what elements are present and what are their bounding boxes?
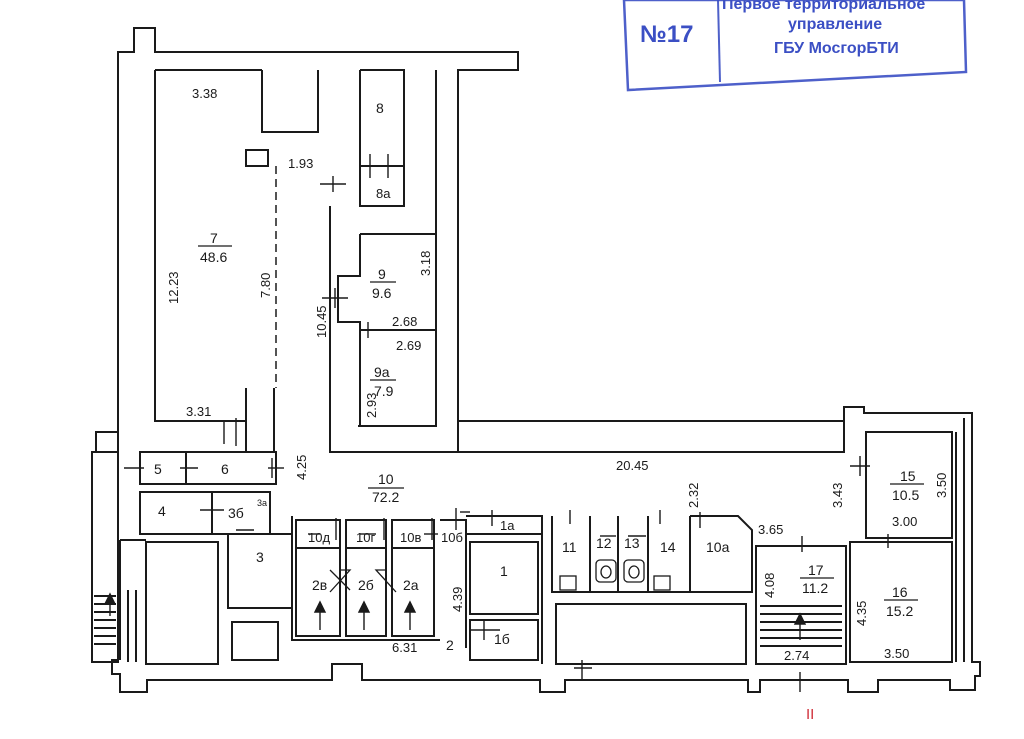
room-10b-number: 10б bbox=[441, 530, 463, 545]
room-12-number: 12 bbox=[596, 535, 612, 551]
dim-4-08: 4.08 bbox=[762, 573, 777, 598]
stamp-number: №17 bbox=[640, 21, 693, 48]
dim-1-93: 1.93 bbox=[288, 156, 313, 171]
dim-3-38: 3.38 bbox=[192, 86, 217, 101]
room-13-number: 13 bbox=[624, 535, 640, 551]
dim-20-45: 20.45 bbox=[616, 458, 649, 473]
dim-2-68: 2.68 bbox=[392, 314, 417, 329]
room-10g-number: 10г bbox=[356, 530, 375, 545]
dim-3-18: 3.18 bbox=[418, 251, 433, 276]
room-16-number: 16 bbox=[892, 584, 908, 600]
room-7-number: 7 bbox=[210, 230, 218, 246]
area-fraction-lines bbox=[198, 245, 924, 601]
room-11-number: 11 bbox=[562, 539, 577, 555]
room-labels: 7 48.6 8 8а 9 9.6 9а 7.9 10 72.2 5 6 4 3… bbox=[154, 100, 919, 653]
dim-2-32: 2.32 bbox=[686, 483, 701, 508]
room-1a-number: 1а bbox=[500, 518, 515, 533]
room-9a-number: 9а bbox=[374, 364, 390, 380]
dim-3-00: 3.00 bbox=[892, 514, 917, 529]
dim-3-65: 3.65 bbox=[758, 522, 783, 537]
room-14-number: 14 bbox=[660, 539, 676, 555]
dim-3-43: 3.43 bbox=[830, 483, 845, 508]
dim-3-31: 3.31 bbox=[186, 404, 211, 419]
room-3a-number: 3а bbox=[257, 498, 267, 508]
dim-10-45: 10.45 bbox=[314, 305, 329, 338]
room-3-number: 3 bbox=[256, 549, 264, 565]
room-17-area: 11.2 bbox=[802, 580, 828, 596]
room-6-number: 6 bbox=[221, 461, 229, 477]
room-10d-number: 10д bbox=[308, 530, 330, 545]
room-10-area: 72.2 bbox=[372, 489, 399, 505]
room-2v-number: 2в bbox=[312, 577, 327, 593]
dim-2-69: 2.69 bbox=[396, 338, 421, 353]
dim-12-23: 12.23 bbox=[166, 271, 181, 304]
dim-4-39: 4.39 bbox=[450, 587, 465, 612]
room-7-area: 48.6 bbox=[200, 249, 227, 265]
dim-7-80: 7.80 bbox=[258, 273, 273, 298]
room-10a-number: 10а bbox=[706, 539, 730, 555]
room-1-number: 1 bbox=[500, 563, 508, 579]
room-15-number: 15 bbox=[900, 468, 916, 484]
room-4-number: 4 bbox=[158, 503, 166, 519]
dim-4-25: 4.25 bbox=[294, 455, 309, 480]
room-9-number: 9 bbox=[378, 266, 386, 282]
room-15-area: 10.5 bbox=[892, 487, 919, 503]
direction-arrows bbox=[103, 592, 807, 640]
room-3b-number: 3б bbox=[228, 505, 244, 521]
sanitary-fixtures bbox=[329, 559, 671, 593]
dim-2-74: 2.74 bbox=[784, 648, 809, 663]
room-10v-number: 10в bbox=[400, 530, 421, 545]
room-8a-number: 8а bbox=[376, 186, 391, 201]
room-9-area: 9.6 bbox=[372, 285, 392, 301]
door-ticks bbox=[124, 154, 889, 692]
room-2a-number: 2а bbox=[403, 577, 419, 593]
dimension-labels: 3.38 1.93 12.23 7.80 3.18 10.45 2.68 2.6… bbox=[166, 86, 949, 663]
dim-3-50-b: 3.50 bbox=[884, 646, 909, 661]
stamp-line-2: управление bbox=[788, 16, 882, 33]
dim-2-93: 2.93 bbox=[364, 393, 379, 418]
room-8-number: 8 bbox=[376, 100, 384, 116]
room-5-number: 5 bbox=[154, 461, 162, 477]
section-mark: II bbox=[806, 706, 814, 723]
room-16-area: 15.2 bbox=[886, 603, 913, 619]
bti-stamp: №17 Первое территориальное управление ГБ… bbox=[622, 0, 968, 92]
room-9a-area: 7.9 bbox=[374, 383, 394, 399]
room-2b-number: 2б bbox=[358, 577, 374, 593]
room-17-number: 17 bbox=[808, 562, 824, 578]
dim-4-35: 4.35 bbox=[854, 601, 869, 626]
dim-3-50: 3.50 bbox=[934, 473, 949, 498]
room-10-number: 10 bbox=[378, 471, 394, 487]
stamp-line-1: Первое территориальное bbox=[722, 0, 925, 13]
walls bbox=[91, 27, 981, 693]
dim-6-31: 6.31 bbox=[392, 640, 417, 655]
stamp-line-3: ГБУ МосгорБТИ bbox=[774, 40, 899, 57]
room-1b-number: 1б bbox=[494, 631, 510, 647]
room-2-number: 2 bbox=[446, 637, 454, 653]
